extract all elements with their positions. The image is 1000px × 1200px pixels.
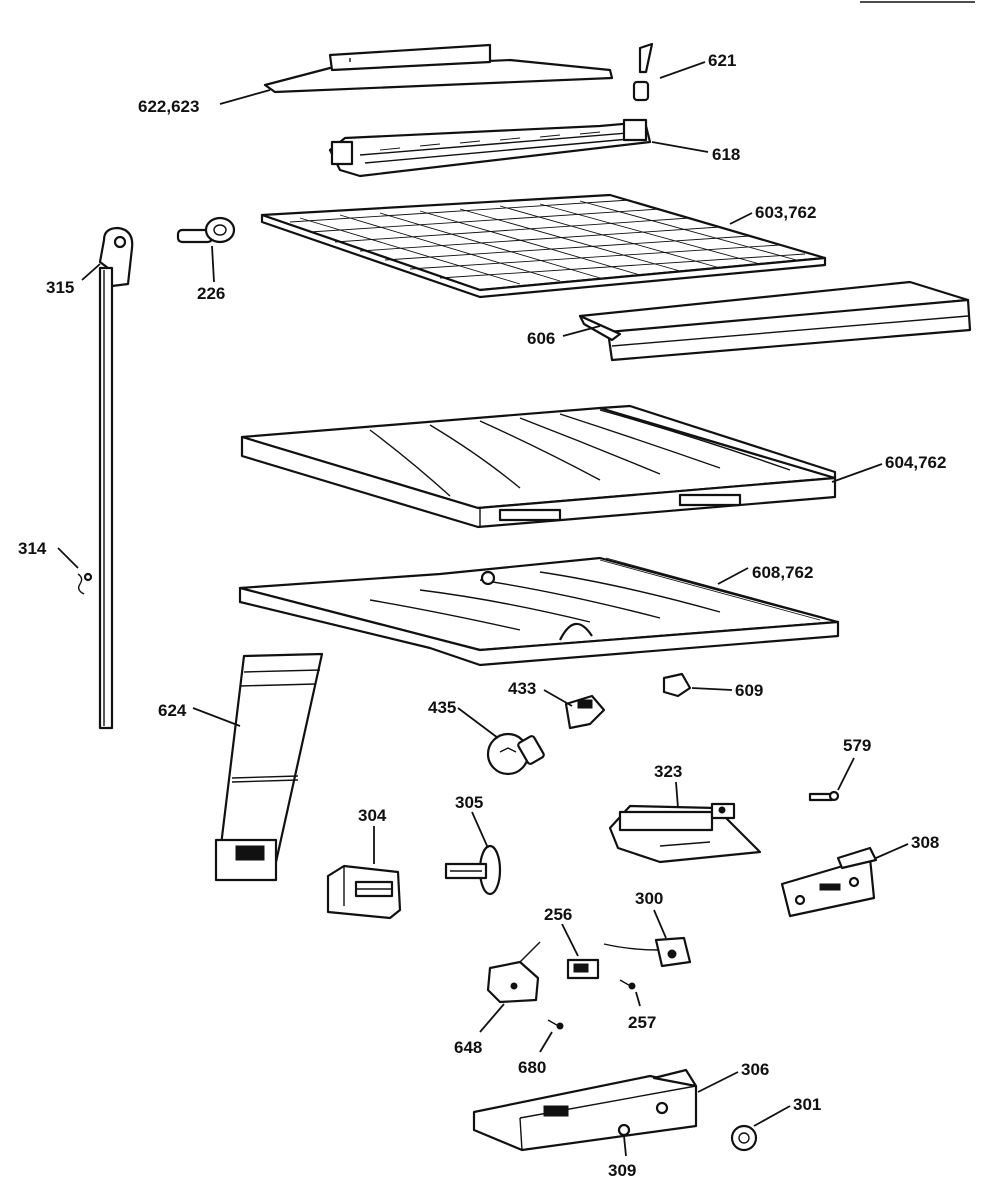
leader-256: [561, 923, 579, 957]
part-603-762-wire-shelf: [260, 193, 827, 299]
part-323-control-housing: [608, 802, 762, 864]
part-305-thermostat-dial: [444, 844, 502, 896]
callout-609: 609: [735, 681, 763, 700]
part-622-623-cover-plate: [263, 43, 614, 94]
part-314-clip: [77, 572, 93, 595]
callout-680: 680: [518, 1058, 546, 1077]
part-604-762-shelf: [240, 404, 837, 529]
leader-603-762: [729, 212, 753, 225]
leader-305: [471, 811, 489, 849]
part-621-pin: [632, 42, 654, 102]
callout-315: 315: [46, 278, 74, 297]
callout-604-762: 604,762: [885, 453, 946, 472]
callout-603-762: 603,762: [755, 203, 816, 222]
leader-314: [57, 547, 79, 569]
part-609-grommet: [662, 672, 692, 698]
part-433-lamp-socket: [564, 694, 606, 730]
leader-323: [675, 781, 679, 809]
part-300-sensor: [603, 936, 692, 968]
callout-624: 624: [158, 701, 187, 720]
callout-304: 304: [358, 806, 387, 825]
part-618-light-rail: [328, 118, 652, 178]
leader-309: [623, 1135, 627, 1157]
leader-300: [653, 909, 667, 939]
part-301-cap: [730, 1124, 758, 1152]
callout-608-762: 608,762: [752, 563, 813, 582]
callout-433: 433: [508, 679, 536, 698]
callout-309: 309: [608, 1161, 636, 1180]
callout-621: 621: [708, 51, 736, 70]
leader-604-762: [831, 463, 883, 483]
leader-680: [539, 1031, 553, 1053]
part-648-switch: [486, 941, 541, 1004]
leader-306: [697, 1071, 739, 1093]
part-680-screw: [547, 1019, 564, 1030]
leader-433: [543, 689, 573, 707]
part-306-control-housing: [472, 1068, 698, 1152]
callout-226: 226: [197, 284, 225, 303]
part-435-light-bulb: [486, 732, 545, 776]
callout-618: 618: [712, 145, 740, 164]
callout-300: 300: [635, 889, 663, 908]
leader-315: [81, 263, 101, 281]
part-624-side-panel: [214, 652, 324, 882]
part-308-bracket: [780, 846, 878, 918]
callout-308: 308: [911, 833, 939, 852]
part-rod: [98, 266, 114, 730]
leader-648: [479, 1003, 505, 1033]
leader-622-623: [219, 89, 271, 105]
callout-648: 648: [454, 1038, 482, 1057]
part-304-relay: [326, 864, 402, 920]
leader-301: [753, 1105, 791, 1127]
leader-606: [562, 325, 601, 337]
callout-305: 305: [455, 793, 483, 812]
leader-618: [651, 141, 709, 153]
callout-301: 301: [793, 1095, 821, 1114]
leader-624: [192, 707, 241, 727]
leader-435: [457, 707, 499, 739]
callout-306: 306: [741, 1060, 769, 1079]
callout-314: 314: [18, 539, 47, 558]
leader-257: [635, 991, 641, 1007]
callout-257: 257: [628, 1013, 656, 1032]
part-606-shelf-trim: [578, 280, 972, 362]
part-579-screw: [808, 790, 840, 802]
leader-226: [211, 245, 215, 283]
leader-308: [875, 843, 909, 859]
callout-323: 323: [654, 762, 682, 781]
leader-608-762: [717, 567, 749, 585]
part-608-762-crisper-cover: [238, 556, 840, 667]
callout-256: 256: [544, 905, 572, 924]
part-257-screw: [619, 979, 636, 990]
callout-435: 435: [428, 698, 456, 717]
part-226-knob: [176, 216, 236, 244]
leader-579: [837, 757, 855, 791]
part-256-terminal: [566, 958, 600, 980]
part-315-hinge-bracket: [98, 226, 134, 288]
leader-621: [659, 61, 706, 79]
callout-579: 579: [843, 736, 871, 755]
leader-609: [691, 687, 733, 691]
callout-606: 606: [527, 329, 555, 348]
callout-622-623: 622,623: [138, 97, 199, 116]
